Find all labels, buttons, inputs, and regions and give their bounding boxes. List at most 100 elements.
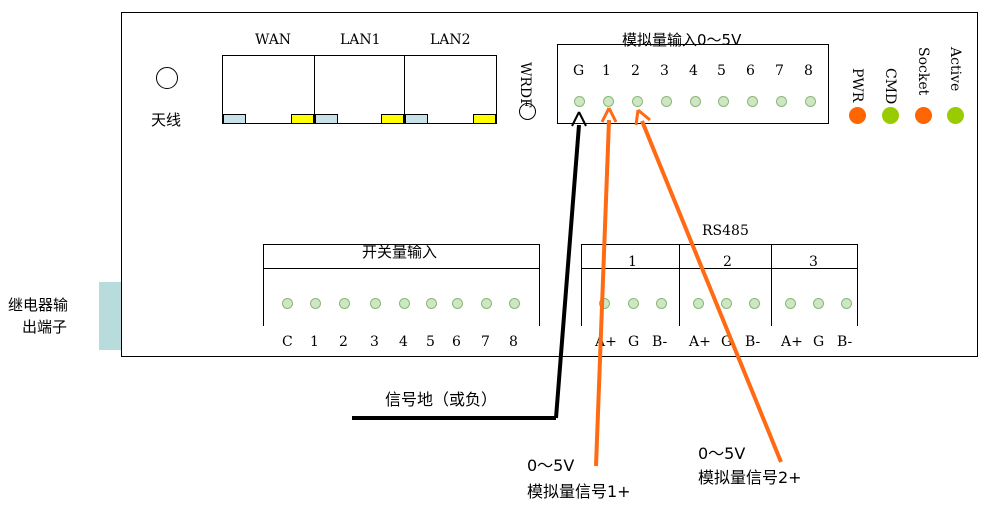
- digital-input-block: [263, 244, 540, 326]
- analog-pin-label: 5: [717, 63, 726, 79]
- digital-pin-label: 8: [509, 334, 518, 350]
- led-label-socket: Socket: [915, 47, 931, 96]
- analog-terminal: [690, 96, 701, 107]
- port-label-wan: WAN: [255, 32, 292, 48]
- signal1-name-label: 模拟量信号1+: [527, 482, 631, 501]
- ground-wire-label: 信号地（或负）: [385, 390, 498, 409]
- rs485-pin-label: A+: [689, 334, 711, 350]
- rs485-terminal: [693, 298, 704, 309]
- port-link-indicator: [223, 114, 246, 124]
- rs485-terminal: [599, 298, 610, 309]
- rs485-title: RS485: [702, 223, 749, 239]
- analog-terminal: [603, 96, 614, 107]
- relay-label-line1: 继电器输: [8, 296, 69, 314]
- digital-terminal: [426, 298, 437, 309]
- digital-pin-label: 7: [481, 334, 490, 350]
- wrdf-connector-icon: [519, 103, 536, 120]
- arrowhead-ground: [571, 111, 580, 127]
- arrowhead-signal2: [634, 109, 640, 126]
- digital-terminal: [509, 298, 520, 309]
- arrowhead-signal1: [607, 107, 618, 123]
- wrdf-label: WRDF: [517, 62, 533, 108]
- port-link-indicator: [405, 114, 428, 124]
- rs485-pin-label: A+: [781, 334, 803, 350]
- signal2-range-label: 0～5V: [698, 444, 746, 463]
- rs485-terminal: [721, 298, 732, 309]
- rs485-terminal: [628, 298, 639, 309]
- rs485-pin-label: G: [813, 334, 825, 350]
- rs485-divider: [581, 268, 858, 269]
- rs485-pin-label: G: [721, 334, 733, 350]
- led-label-cmd: CMD: [882, 68, 898, 105]
- analog-input-block: [557, 44, 829, 124]
- rs485-pin-label: B-: [652, 334, 668, 350]
- analog-pin-label: 2: [631, 63, 640, 79]
- rs485-group-label-1: 1: [628, 254, 637, 270]
- rs485-terminal: [841, 298, 852, 309]
- digital-terminal: [481, 298, 492, 309]
- antenna-label: 天线: [151, 111, 182, 129]
- rs485-pin-label: B-: [837, 334, 853, 350]
- analog-pin-label: 1: [602, 63, 611, 79]
- port-activity-indicator: [381, 114, 404, 124]
- port-label-lan2: LAN2: [430, 32, 471, 48]
- digital-terminal: [399, 298, 410, 309]
- arrowhead-ground: [578, 111, 587, 127]
- analog-terminal: [632, 96, 643, 107]
- arrowhead-signal1: [600, 107, 611, 123]
- signal1-range-label: 0～5V: [527, 456, 575, 475]
- digital-pin-label: 2: [339, 334, 348, 350]
- analog-pin-label: 8: [804, 63, 813, 79]
- digital-pin-label: 4: [399, 334, 408, 350]
- digital-terminal: [339, 298, 350, 309]
- analog-terminal: [776, 96, 787, 107]
- signal2-name-label: 模拟量信号2+: [698, 468, 802, 487]
- led-label-pwr: PWR: [849, 68, 865, 103]
- digital-pin-label: 5: [426, 334, 435, 350]
- analog-terminal: [747, 96, 758, 107]
- rs485-block: [581, 244, 858, 326]
- analog-pin-label: 7: [775, 63, 784, 79]
- rs485-group-label-2: 2: [723, 254, 732, 270]
- led-active-indicator: [947, 107, 964, 124]
- led-cmd-indicator: [882, 107, 899, 124]
- port-label-lan1: LAN1: [340, 32, 381, 48]
- port-activity-indicator: [291, 114, 314, 124]
- digital-pin-label: 3: [370, 334, 379, 350]
- rs485-terminal: [656, 298, 667, 309]
- digital-input-divider: [263, 268, 540, 269]
- digital-terminal: [310, 298, 321, 309]
- port-link-indicator: [315, 114, 338, 124]
- antenna-connector-icon: [156, 67, 178, 89]
- analog-terminal: [718, 96, 729, 107]
- analog-terminal: [661, 96, 672, 107]
- digital-pin-label: 1: [310, 334, 319, 350]
- digital-terminal: [370, 298, 381, 309]
- ethernet-port-lan2: [404, 55, 497, 124]
- rs485-pin-label: B-: [745, 334, 761, 350]
- digital-pin-label: C: [282, 334, 293, 350]
- digital-pin-label: 6: [452, 334, 461, 350]
- ground-wire-riser: [554, 124, 581, 419]
- analog-pin-label: 3: [660, 63, 669, 79]
- rs485-group-label-3: 3: [809, 254, 818, 270]
- rs485-pin-label: G: [628, 334, 640, 350]
- port-activity-indicator: [473, 114, 496, 124]
- signal2-wire: [640, 120, 783, 463]
- rs485-terminal: [749, 298, 760, 309]
- rs485-separator-2: [771, 244, 772, 326]
- rs485-terminal: [785, 298, 796, 309]
- rs485-separator-1: [679, 244, 680, 326]
- analog-pin-label: 4: [689, 63, 698, 79]
- digital-terminal: [282, 298, 293, 309]
- ethernet-port-lan1: [314, 55, 405, 124]
- analog-terminal: [805, 96, 816, 107]
- led-socket-indicator: [915, 107, 932, 124]
- analog-pin-label: 6: [746, 63, 755, 79]
- analog-pin-label: G: [573, 63, 585, 79]
- rs485-terminal: [813, 298, 824, 309]
- signal1-wire: [594, 119, 611, 467]
- digital-terminal: [452, 298, 463, 309]
- arrowhead-signal2: [637, 108, 651, 122]
